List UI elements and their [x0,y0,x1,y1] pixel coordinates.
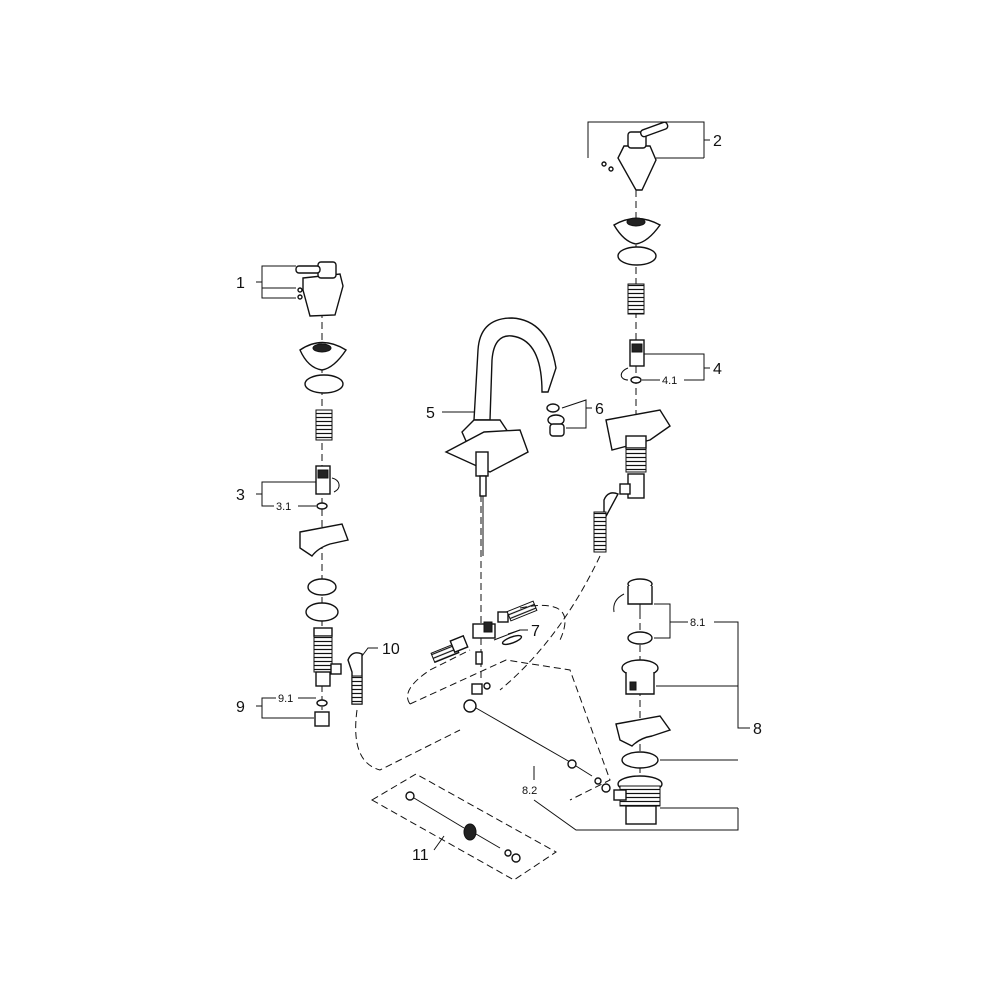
callout-3: 3 [236,487,245,504]
right-hose-connector [506,600,538,622]
callout-labels: 1 2 3 3.1 4 4.1 5 6 7 8 8.1 8.2 9 9.1 10… [236,133,762,864]
left-hose-connector [430,634,469,664]
drain-stopper [613,578,653,618]
callout-8: 8 [753,721,762,738]
callout-8-2: 8.2 [522,785,537,797]
hose-route-left-upper [407,649,471,705]
hose-route-right [499,555,601,691]
left-valve-body [313,627,342,687]
left-washer [307,578,337,596]
callout-1: 1 [236,275,245,292]
callout-9-1: 9.1 [278,693,293,705]
callout-4-1: 4.1 [662,375,677,387]
right-o-ring [617,246,657,266]
left-spacer [299,523,349,557]
left-o-ring [304,374,344,394]
right-small-o-ring [630,376,642,384]
leader-lines [256,121,750,851]
left-escutcheon [299,341,347,371]
callout-10: 10 [382,641,400,658]
callout-9: 9 [236,699,245,716]
left-cartridge [315,465,340,495]
left-elbow-hose [347,652,363,705]
left-small-o-ring [316,502,328,510]
spout [444,317,557,556]
drain-o-ring [621,751,659,769]
left-handle [295,261,344,317]
clip [501,634,523,646]
right-elbow-hose [593,492,619,553]
hose-route-left [355,709,461,771]
stopper-ring [627,631,653,645]
right-spacer [605,409,671,451]
pivot-rod-kit [370,773,557,881]
callout-8-1: 8.1 [690,617,705,629]
right-escutcheon [613,217,662,245]
drain-gasket [615,715,672,747]
left-supply-nut [314,699,330,727]
tee-fitting [472,611,509,639]
hose-route-center [519,604,566,641]
lift-rod [463,699,611,793]
drain-flange [621,659,659,695]
lift-rod-region [409,659,611,801]
axis-lines [321,190,641,810]
callout-5: 5 [426,405,435,422]
left-sleeve [315,409,333,441]
right-cartridge [620,339,645,381]
callout-4: 4 [713,361,722,378]
right-valve-body [619,435,647,499]
aerator [546,403,565,437]
drain-body [613,775,663,825]
callout-7: 7 [531,623,540,640]
callout-3-1: 3.1 [276,501,291,513]
lever-bracket [471,651,491,695]
callout-6: 6 [595,401,604,418]
left-nut [305,602,339,622]
right-handle [601,121,669,191]
callout-2: 2 [713,133,722,150]
callout-11: 11 [412,847,429,864]
right-sleeve [627,283,645,315]
